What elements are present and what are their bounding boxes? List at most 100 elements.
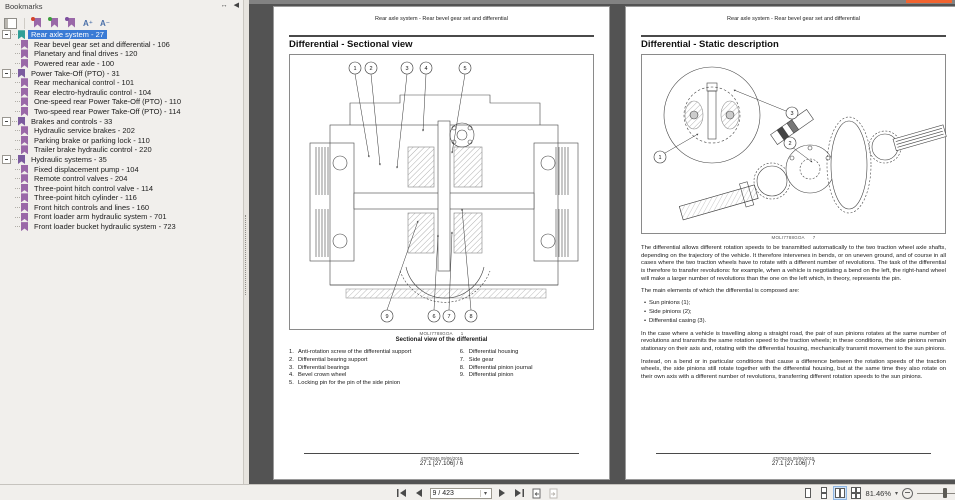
bookmark-label[interactable]: Power Take-Off (PTO) - 31 [31, 68, 120, 78]
legend-number: 9. [459, 372, 465, 379]
next-page-button[interactable] [497, 487, 509, 499]
bookmark-item[interactable]: Brakes and controls - 33 [0, 116, 238, 126]
decrease-text-size-icon[interactable]: A⁻ [100, 18, 110, 28]
svg-text:2: 2 [369, 66, 372, 72]
bookmark-label[interactable]: Hydraulic service brakes - 202 [34, 126, 135, 136]
last-page-button[interactable] [514, 487, 526, 499]
delete-bookmark-icon[interactable] [31, 16, 42, 29]
tree-connector [12, 72, 17, 74]
bookmark-label[interactable]: Rear electro-hydraulic control - 104 [34, 87, 152, 97]
legend-item: 9.Differential pinion [460, 372, 594, 380]
legend-text: Differential bearing support [298, 356, 368, 363]
paragraph: In the case where a vehicle is travellin… [641, 330, 946, 352]
bookmark-item[interactable]: Power Take-Off (PTO) - 31 [0, 68, 238, 78]
legend-number: 5. [289, 380, 294, 387]
legend-item: 1.Anti-rotation screw of the differentia… [289, 349, 454, 357]
next-view-icon[interactable] [548, 487, 560, 499]
bookmark-label[interactable]: Three-point hitch cylinder - 116 [34, 193, 137, 203]
zoom-dropdown-icon[interactable]: ▾ [894, 490, 898, 497]
panel-dock-icon[interactable]: ↔ [220, 2, 228, 9]
svg-text:2: 2 [788, 141, 791, 147]
zoom-level-value[interactable]: 81.46% [865, 488, 891, 498]
bookmark-item[interactable]: Hydraulic systems - 35 [0, 155, 238, 165]
bookmark-item[interactable]: Trailer brake hydraulic control - 220 [0, 145, 238, 155]
collapse-expander-icon[interactable] [2, 68, 11, 78]
bookmark-label[interactable]: Front loader bucket hydraulic system - 7… [34, 222, 176, 232]
bookmark-label[interactable]: Parking brake or parking lock - 110 [34, 135, 150, 145]
zoom-slider[interactable] [917, 487, 955, 499]
bookmark-item[interactable]: Front loader arm hydraulic system - 701 [0, 212, 238, 222]
previous-view-icon[interactable] [531, 487, 543, 499]
bookmarks-options-icon[interactable] [4, 17, 17, 29]
bookmark-item[interactable]: One-speed rear Power Take-Off (PTO) - 11… [0, 97, 238, 107]
page-running-header: Rear axle system - Rear bevel gear set a… [727, 16, 860, 22]
new-bookmark-icon[interactable] [48, 16, 59, 29]
single-page-layout-icon[interactable] [802, 487, 814, 499]
bookmark-item[interactable]: Three-point hitch cylinder - 116 [0, 193, 238, 203]
document-view[interactable]: Rear axle system - Rear bevel gear set a… [249, 0, 955, 484]
legend-list: 1.Anti-rotation screw of the differentia… [289, 349, 594, 388]
bookmark-label[interactable]: Three-point hitch control valve - 114 [34, 183, 154, 193]
bookmark-label[interactable]: One-speed rear Power Take-Off (PTO) - 11… [34, 97, 182, 107]
bookmark-item[interactable]: Front hitch controls and lines - 160 [0, 203, 238, 213]
bookmark-item[interactable]: Rear mechanical control - 101 [0, 78, 238, 88]
collapse-expander-icon[interactable] [2, 155, 11, 165]
bookmark-item[interactable]: Front loader bucket hydraulic system - 7… [0, 222, 238, 232]
bookmark-item[interactable]: Rear bevel gear set and differential - 1… [0, 40, 238, 50]
two-page-layout-icon[interactable] [832, 486, 847, 500]
zoom-slider-handle[interactable] [943, 488, 947, 498]
zoom-slider-track[interactable] [917, 492, 955, 494]
continuous-layout-icon[interactable] [818, 487, 830, 499]
page-number-input[interactable] [430, 488, 480, 498]
bookmark-item[interactable]: Three-point hitch control valve - 114 [0, 184, 238, 194]
bookmark-flag-icon [21, 39, 28, 49]
bookmark-label[interactable]: Two-speed rear Power Take-Off (PTO) - 11… [34, 106, 181, 116]
bookmark-item[interactable]: Powered rear axle - 100 [0, 59, 238, 69]
first-page-button[interactable] [396, 487, 408, 499]
viewer-toolbar: ▾ [0, 484, 955, 500]
bookmark-label[interactable]: Hydraulic systems - 35 [31, 154, 107, 164]
tree-connector [12, 120, 17, 122]
legend-item: 3.Differential bearings [289, 365, 454, 373]
bookmark-label[interactable]: Remote control valves - 204 [34, 174, 128, 184]
bookmark-item[interactable]: Parking brake or parking lock - 110 [0, 136, 238, 146]
bookmark-item[interactable]: Planetary and final drives - 120 [0, 49, 238, 59]
panel-collapse-icon[interactable]: ◀ [233, 2, 239, 9]
bookmark-label[interactable]: Fixed displacement pump - 104 [34, 164, 139, 174]
bookmarks-toolbar: A⁺ A⁻ [0, 15, 243, 31]
bookmark-label[interactable]: Trailer brake hydraulic control - 220 [34, 145, 152, 155]
bookmark-label[interactable]: Powered rear axle - 100 [34, 58, 115, 68]
bookmark-label[interactable]: Rear axle system - 27 [28, 30, 107, 40]
edit-bookmark-icon[interactable] [65, 16, 76, 29]
bookmark-item[interactable]: Fixed displacement pump - 104 [0, 164, 238, 174]
zoom-out-icon[interactable] [902, 487, 913, 499]
increase-text-size-icon[interactable]: A⁺ [83, 18, 93, 28]
legend-text: Differential housing [468, 349, 519, 355]
tree-connector [15, 130, 20, 132]
bookmark-item[interactable]: Hydraulic service brakes - 202 [0, 126, 238, 136]
page-dropdown-icon[interactable]: ▾ [479, 489, 491, 497]
bookmark-label[interactable]: Planetary and final drives - 120 [34, 49, 138, 59]
page-footer: 47878246 09/06/2015 27.1 [27.106] / 6 [304, 453, 579, 467]
footer-doc-code: 47878246 09/06/2015 [420, 456, 463, 461]
bookmark-label[interactable]: Brakes and controls - 33 [31, 116, 113, 126]
two-page-continuous-layout-icon[interactable] [850, 487, 862, 499]
tree-connector [15, 226, 20, 228]
bookmark-label[interactable]: Rear mechanical control - 101 [34, 78, 135, 88]
bookmark-flag-icon [18, 30, 25, 40]
bookmark-item[interactable]: Two-speed rear Power Take-Off (PTO) - 11… [0, 107, 238, 117]
bookmark-item[interactable]: Rear axle system - 27 [0, 30, 238, 40]
bookmark-item[interactable]: Remote control valves - 204 [0, 174, 238, 184]
svg-text:9: 9 [385, 314, 388, 320]
collapse-expander-icon[interactable] [2, 30, 11, 40]
bookmark-label[interactable]: Front loader arm hydraulic system - 701 [34, 212, 167, 222]
previous-page-button[interactable] [413, 487, 425, 499]
bookmark-label[interactable]: Rear bevel gear set and differential - 1… [34, 39, 170, 49]
collapse-expander-icon[interactable] [2, 116, 11, 126]
bookmark-item[interactable]: Rear electro-hydraulic control - 104 [0, 88, 238, 98]
bookmark-label[interactable]: Front hitch controls and lines - 160 [34, 202, 150, 212]
figure-sectional-view: 1 2 3 4 5 9 6 7 8 [289, 54, 594, 330]
